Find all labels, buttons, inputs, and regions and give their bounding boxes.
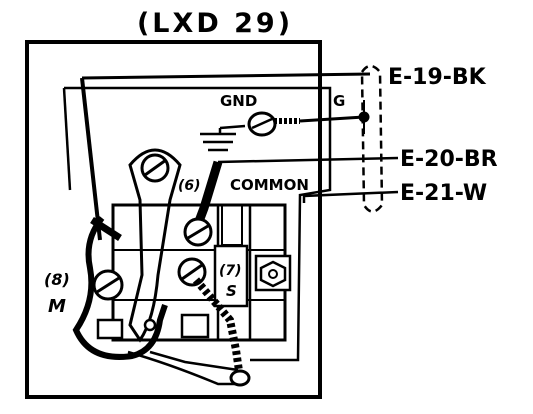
wire-e21 xyxy=(302,190,399,203)
wire-e20 xyxy=(217,156,399,164)
connector-tab-mid xyxy=(180,313,210,339)
label-terminal-m: M xyxy=(48,296,66,317)
terminal-screw-7 xyxy=(177,257,207,287)
wire-label-e21: E-21-W xyxy=(400,181,487,206)
wire-lower-harness-2 xyxy=(149,350,239,372)
wire-lower-harness xyxy=(127,350,244,386)
wire-m-lead xyxy=(90,217,122,241)
ground-symbol xyxy=(200,124,246,152)
terminal-clip-7 xyxy=(213,244,249,308)
wire-label-e20: E-20-BR xyxy=(400,147,498,172)
label-gnd: GND xyxy=(220,92,257,110)
inner-plate-left xyxy=(62,87,72,191)
wire-m-loop xyxy=(72,216,168,360)
terminal-screw-6 xyxy=(183,217,213,247)
label-terminal-6: (6) xyxy=(178,178,201,194)
switch-box xyxy=(25,40,322,399)
wire-label-e19: E-19-BK xyxy=(388,65,487,90)
wire-e19-run xyxy=(81,72,371,80)
label-terminal-7: (7) xyxy=(219,263,242,279)
wire-s-terminal-ring xyxy=(229,369,251,387)
inner-plate xyxy=(64,86,332,362)
label-common: COMMON xyxy=(230,176,309,194)
wire-e19-drop xyxy=(80,77,102,241)
cable-sheath xyxy=(360,64,384,213)
label-terminal-8: (8) xyxy=(44,270,70,289)
ground-wire xyxy=(299,115,365,123)
label-g: G xyxy=(333,92,345,110)
harness-dot xyxy=(143,318,157,332)
connector-tab-left xyxy=(96,318,124,340)
diagram-title: (LXD 29) xyxy=(137,8,293,39)
terminal-screw-8 xyxy=(92,269,124,301)
label-terminal-s: S xyxy=(226,282,237,300)
terminal-hex-nut xyxy=(254,254,292,292)
